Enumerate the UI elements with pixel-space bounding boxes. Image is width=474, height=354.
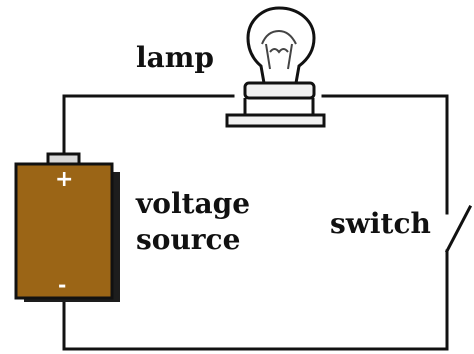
lamp-bulb — [246, 6, 316, 85]
right-top-wire — [321, 94, 449, 215]
battery-body — [14, 162, 114, 300]
battery-positive-symbol: + — [55, 167, 74, 192]
lamp-filament — [261, 29, 297, 70]
lamp-icon — [225, 6, 326, 128]
left-bottom-wire — [62, 249, 449, 351]
lamp-label: lamp — [136, 41, 214, 74]
battery-icon — [14, 152, 120, 302]
switch-arm — [444, 204, 473, 254]
voltage-source-line-1: voltage — [136, 187, 251, 220]
voltage-source-label: voltage source — [136, 186, 250, 258]
wire-group — [62, 94, 473, 351]
left-top-wire — [62, 94, 235, 156]
switch-label: switch — [330, 207, 431, 240]
battery-negative-symbol: - — [58, 273, 67, 297]
voltage-source-line-2: source — [136, 223, 241, 256]
lamp-base-bottom — [225, 113, 326, 128]
lamp-base-top — [243, 81, 316, 100]
